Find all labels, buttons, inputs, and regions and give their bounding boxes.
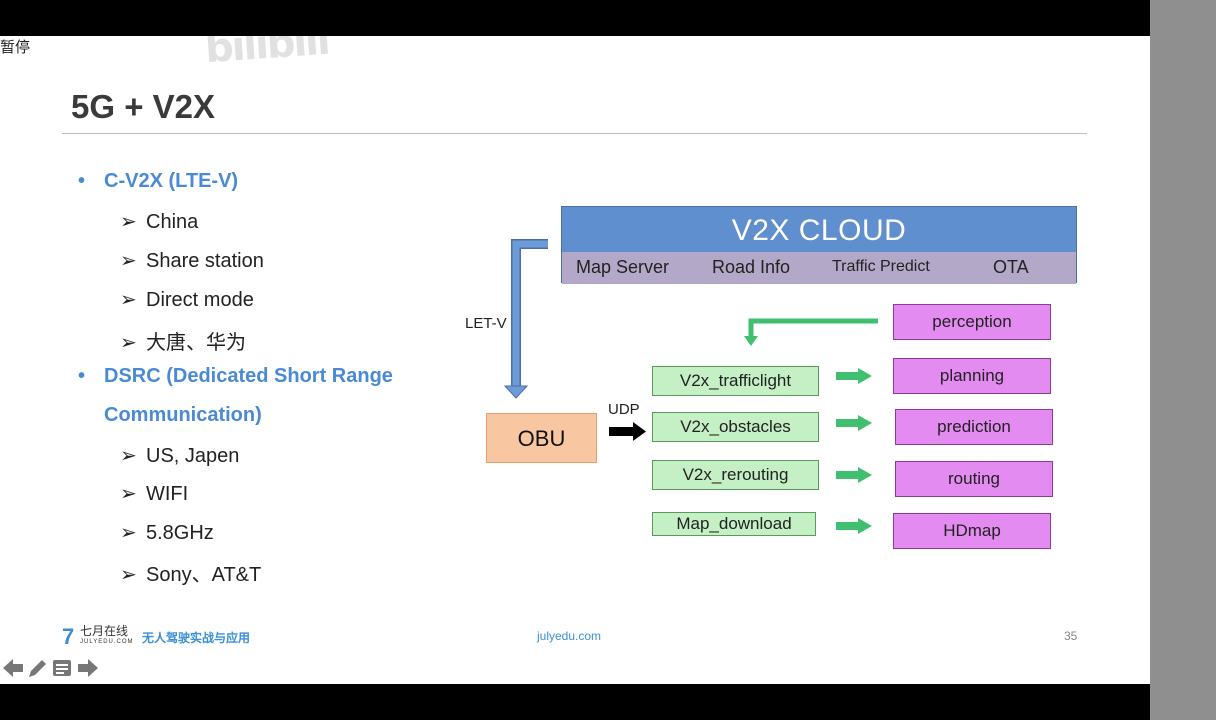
bullet-label: C-V2X (LTE-V)	[104, 170, 239, 192]
target-routing: routing	[895, 461, 1053, 497]
bullet-cv2x: • C-V2X (LTE-V)	[78, 170, 239, 193]
top-black-bar	[0, 0, 1150, 36]
right-side-panel	[1150, 0, 1216, 720]
pause-label: 暂停	[0, 39, 31, 56]
diagram-arrows	[503, 239, 878, 534]
bullet-dot: •	[78, 365, 86, 387]
prev-arrow-icon[interactable]	[2, 659, 24, 683]
sub-item: ➢China	[120, 211, 199, 233]
perception-return-arrowhead	[744, 336, 758, 346]
perception-return-arrow	[748, 318, 878, 338]
arrow-bullet-icon: ➢	[120, 483, 137, 505]
target-perception: perception	[893, 304, 1051, 340]
target-hdmap: HDmap	[893, 513, 1051, 549]
bottom-black-bar	[0, 684, 1150, 720]
arrow-bullet-icon: ➢	[120, 522, 137, 544]
v2x-cloud-box: V2X CLOUD Map Server Road Info Traffic P…	[561, 206, 1077, 284]
cloud-to-obu-arrow-outline	[511, 239, 548, 388]
let-v-label: LET-V	[465, 315, 507, 332]
arrow-bullet-icon: ➢	[120, 211, 137, 233]
bullet-dsrc: • DSRC (Dedicated Short Range	[78, 365, 393, 388]
bullet-label-line1: DSRC (Dedicated Short Range	[104, 365, 393, 387]
cloud-to-obu-arrow	[512, 240, 548, 388]
bullet-dsrc-line2: Communication)	[104, 404, 262, 426]
julyedu-logo-icon: 7	[62, 624, 75, 649]
footer-course-title: 无人驾驶实战与应用	[142, 631, 251, 645]
udp-arrowhead	[633, 422, 646, 441]
service-ota: OTA	[993, 257, 1029, 277]
sub-item: ➢Direct mode	[120, 289, 254, 311]
udp-label: UDP	[608, 401, 640, 418]
arrow-bullet-icon: ➢	[120, 289, 137, 311]
bullet-dot: •	[78, 170, 86, 192]
obu-box: OBU	[486, 413, 597, 463]
cloud-title: V2X CLOUD	[562, 207, 1076, 252]
slide: bilibili 5G + V2X • C-V2X (LTE-V) ➢China…	[0, 36, 1150, 684]
page-number: 35	[1064, 629, 1078, 643]
arrow-bullet-icon: ➢	[120, 332, 137, 354]
target-prediction: prediction	[895, 409, 1053, 445]
cloud-services: Map Server Road Info Traffic Predict OTA	[562, 252, 1076, 284]
arrow-bullet-icon: ➢	[120, 564, 137, 586]
julyedu-logo-subtext: JULYEDU.COM	[80, 639, 134, 645]
service-road-info: Road Info	[712, 257, 791, 277]
target-planning: planning	[893, 358, 1051, 394]
sub-item: ➢5.8GHz	[120, 522, 214, 544]
slide-title: 5G + V2X	[71, 88, 216, 125]
module-obstacles: V2x_obstacles	[652, 412, 819, 442]
next-arrow-icon[interactable]	[77, 659, 99, 683]
udp-arrow-shaft	[609, 427, 635, 436]
sub-item: ➢Share station	[120, 250, 264, 272]
green-arrows	[836, 368, 872, 534]
sub-item: ➢US, Japen	[120, 445, 240, 467]
service-traffic-predict: Traffic Predict	[832, 258, 930, 275]
cloud-to-obu-arrowhead	[503, 385, 529, 399]
pen-icon[interactable]	[26, 659, 48, 684]
service-map-server: Map Server	[576, 257, 670, 277]
sub-item: ➢Sony、AT&T	[120, 564, 262, 586]
sub-item: ➢大唐、华为	[120, 332, 246, 354]
julyedu-logo-text: 七月在线	[80, 624, 129, 638]
sub-item: ➢WIFI	[120, 483, 189, 505]
menu-icon[interactable]	[51, 659, 73, 683]
footer-url: julyedu.com	[537, 629, 602, 643]
module-map-download: Map_download	[652, 512, 816, 536]
arrow-bullet-icon: ➢	[120, 445, 137, 467]
module-trafficlight: V2x_trafficlight	[652, 366, 819, 396]
module-rerouting: V2x_rerouting	[652, 460, 819, 490]
title-divider	[62, 133, 1087, 134]
arrow-bullet-icon: ➢	[120, 250, 137, 272]
